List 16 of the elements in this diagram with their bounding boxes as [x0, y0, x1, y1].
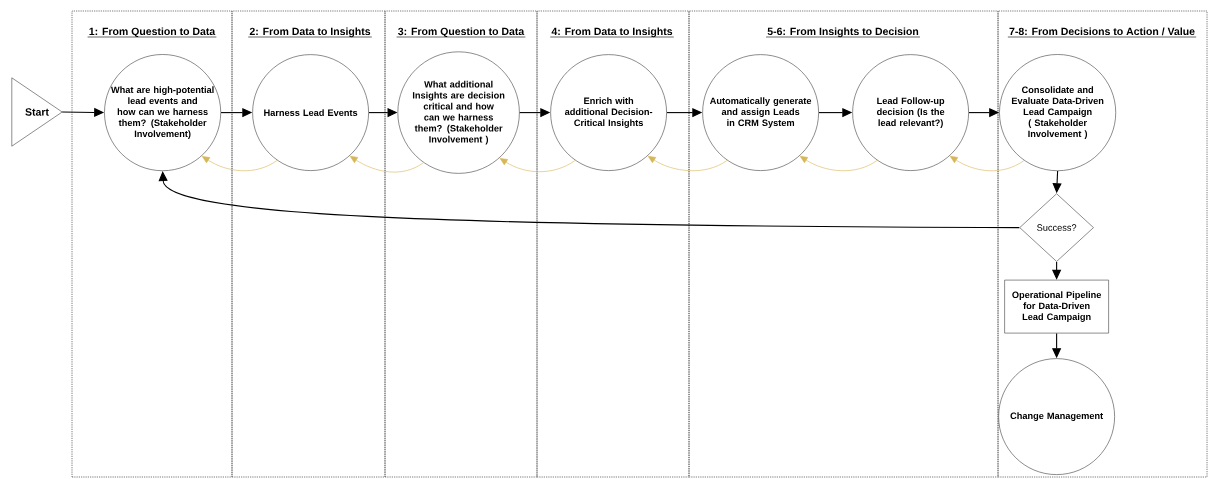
lane-heading: 4: From Data to Insights: [549, 27, 675, 38]
loop-back-arrow: [158, 171, 1020, 229]
feedback-arrow: [349, 156, 424, 173]
lane-heading: 2: From Data to Insights: [247, 27, 373, 38]
node-label: Change Management: [1010, 412, 1104, 421]
start-triangle: Start: [11, 77, 63, 147]
lane-heading: 5-6: From Insights to Decision: [765, 27, 921, 38]
process-box: Operational Pipeline for Data-Driven Lead Campaign: [1004, 279, 1109, 334]
lane-heading: 3: From Question to Data: [396, 27, 526, 38]
feedback-arrow: [949, 156, 1025, 172]
feedback-arrow: [499, 158, 576, 172]
lane-heading: 7-8: From Decisions to Action / Value: [1007, 27, 1197, 38]
feedback-arrow: [202, 156, 278, 171]
lane-heading: 1: From Question to Data: [87, 27, 217, 38]
feedback-arrow: [799, 156, 878, 171]
feedback-arrow: [647, 156, 728, 171]
